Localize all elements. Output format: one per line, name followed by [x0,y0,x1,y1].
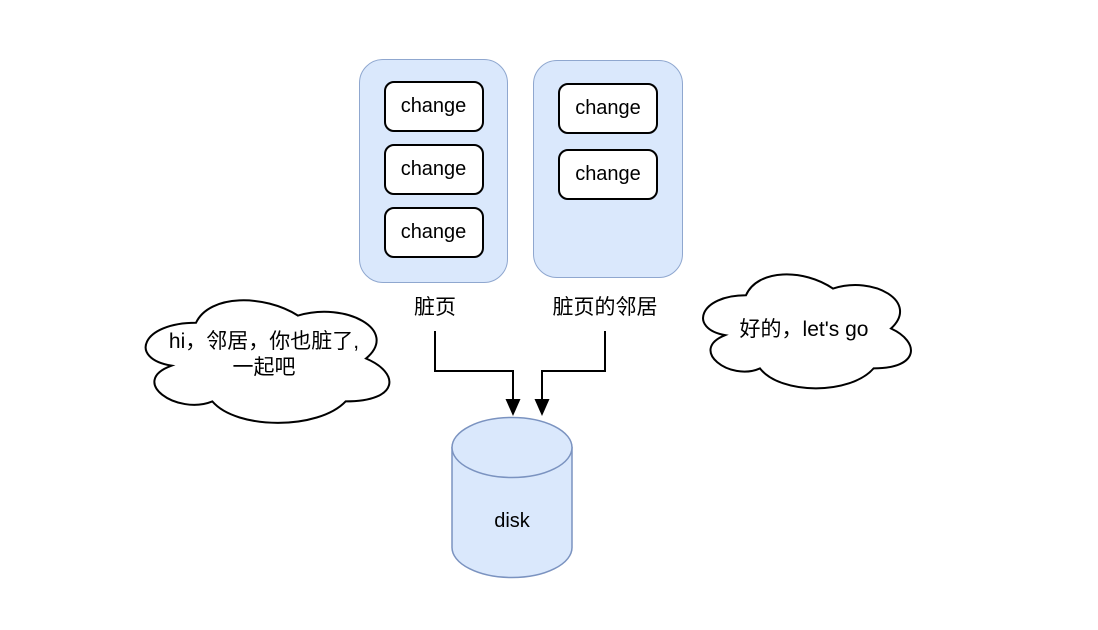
disk-body [451,446,573,579]
neighbor-pages-group: change change [533,60,683,278]
neighbor-pages-arrow [541,331,606,400]
change-box: change [383,207,484,258]
left-cloud-line1: hi，邻居，你也脏了, [168,330,360,353]
change-box: change [558,83,658,134]
change-box: change [383,81,484,132]
neighbor-pages-label: 脏页的邻居 [552,296,658,319]
disk-cylinder [451,416,573,579]
left-cloud-text: hi，邻居，你也脏了, 一起吧 [138,329,390,381]
disk-label: disk [494,510,530,532]
cloud-shape [703,274,911,388]
dirty-pages-arrow [434,331,514,400]
left-cloud-line2: 一起吧 [232,356,296,379]
dirty-pages-label: 脏页 [414,296,456,319]
left-speech-cloud [128,287,400,430]
right-speech-cloud [688,262,920,395]
change-box: change [558,149,658,200]
change-box: change [383,144,484,195]
right-cloud-text: 好的，let's go [739,318,869,341]
dirty-pages-group: change change change [359,59,508,283]
cloud-shape [146,300,390,423]
disk-top [451,416,573,479]
